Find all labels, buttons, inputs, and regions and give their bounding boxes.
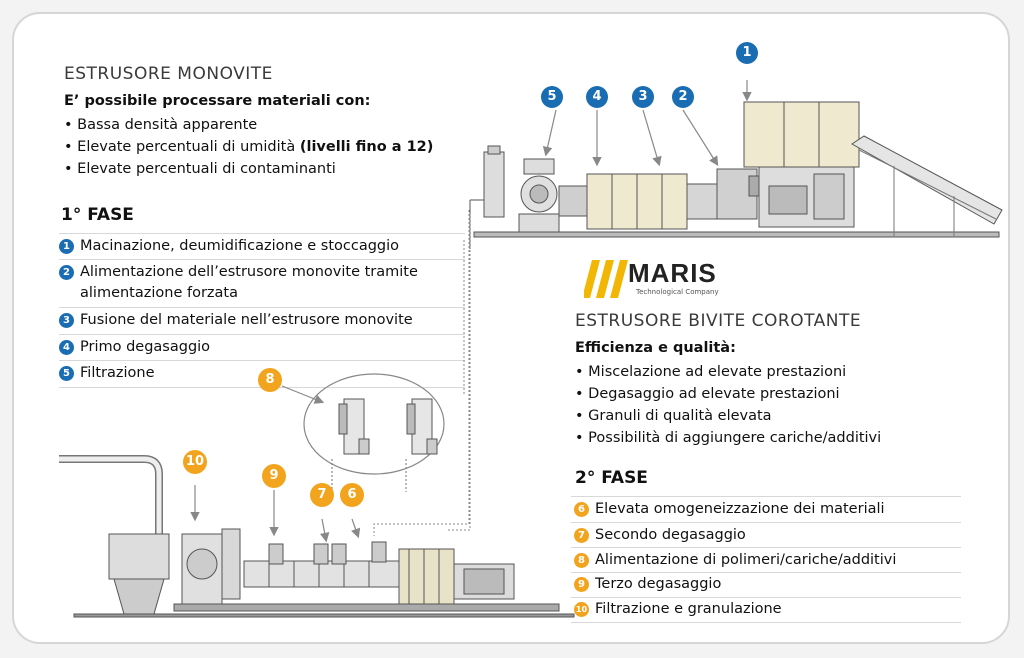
diagram-badge-6: 6 — [340, 483, 364, 507]
step-6-text: Elevata omogeneizzazione dei materiali — [595, 501, 885, 517]
step-4-text: Primo degasaggio — [80, 339, 211, 355]
mono-bullet-3: • Elevate percentuali di contaminanti — [64, 161, 336, 177]
logo-name: MARIS — [628, 258, 717, 288]
step-10-text: Filtrazione e granulazione — [595, 601, 782, 617]
step-2-text: Alimentazione dell’estrusore monovite tr… — [80, 264, 418, 280]
step-number-badge: 2 — [59, 265, 74, 280]
step-8-text: Alimentazione di polimeri/cariche/additi… — [595, 552, 897, 568]
mono-bullet-2: • Elevate percentuali di umidità (livell… — [64, 136, 474, 158]
extrusion-line-diagram — [59, 80, 1003, 618]
twin-screw-extruder — [59, 455, 575, 618]
diagram-badge-8: 8 — [258, 368, 282, 392]
step-7-text: Secondo degasaggio — [595, 527, 746, 543]
side-feeders — [338, 398, 438, 455]
divider — [571, 572, 961, 573]
bivite-bullets: • Miscelazione ad elevate prestazioni • … — [575, 361, 881, 449]
divider — [59, 259, 465, 260]
diagram-badge-7: 7 — [310, 483, 334, 507]
bivite-bullet-4: • Possibilità di aggiungere cariche/addi… — [575, 430, 882, 446]
step-number-badge: 3 — [59, 313, 74, 328]
divider — [59, 307, 465, 308]
infographic-card: ESTRUSORE MONOVITE E’ possibile processa… — [12, 12, 1010, 644]
step-1-text: Macinazione, deumidificazione e stoccagg… — [80, 238, 400, 254]
zoom-ellipse — [303, 373, 445, 475]
step-number-badge: 4 — [59, 340, 74, 355]
step-2-text-line2: alimentazione forzata — [80, 285, 238, 301]
mono-subtitle: E’ possibile processare materiali con: — [64, 93, 371, 109]
step-number-badge: 10 — [574, 602, 589, 617]
divider — [571, 547, 961, 548]
divider — [59, 233, 465, 234]
step-9-text: Terzo degasaggio — [595, 576, 722, 592]
bivite-title: ESTRUSORE BIVITE COROTANTE — [575, 311, 862, 331]
diagram-badge-10: 10 — [183, 450, 207, 474]
logo-tagline: Technological Company — [636, 288, 719, 296]
single-screw-extruder — [469, 101, 1003, 249]
diagram-badge-5: 5 — [541, 86, 563, 108]
step-5-text: Filtrazione — [80, 365, 155, 381]
bivite-subtitle: Efficienza e qualità: — [575, 340, 736, 356]
mono-bullet-2-text: • Elevate percentuali di umidità — [64, 139, 300, 155]
bivite-bullet-2: • Degasaggio ad elevate prestazioni — [575, 386, 840, 402]
maris-logo: MARIS Technological Company — [584, 256, 764, 306]
step-number-badge: 7 — [574, 528, 589, 543]
phase-1-title: 1° FASE — [61, 205, 134, 225]
mono-bullets: • Bassa densità apparente • Elevate perc… — [64, 114, 474, 180]
step-number-badge: 9 — [574, 577, 589, 592]
mono-title: ESTRUSORE MONOVITE — [64, 64, 273, 84]
divider — [571, 622, 961, 623]
step-number-badge: 6 — [574, 502, 589, 517]
bivite-bullet-3: • Granuli di qualità elevata — [575, 408, 772, 424]
mono-bullet-1: • Bassa densità apparente — [64, 117, 258, 133]
step-3-text: Fusione del materiale nell’estrusore mon… — [80, 312, 413, 328]
step-number-badge: 8 — [574, 553, 589, 568]
phase-2-title: 2° FASE — [575, 468, 648, 488]
divider — [571, 522, 961, 523]
mono-bullet-2-bold: (livelli fino a 12) — [299, 139, 434, 155]
divider — [59, 360, 465, 361]
divider — [571, 597, 961, 598]
divider — [59, 334, 465, 335]
diagram-badge-2: 2 — [672, 86, 694, 108]
diagram-badge-9: 9 — [262, 464, 286, 488]
diagram-badge-1: 1 — [736, 42, 758, 64]
maris-logo-icon — [584, 260, 628, 298]
divider — [571, 496, 961, 497]
bivite-bullet-1: • Miscelazione ad elevate prestazioni — [575, 364, 847, 380]
diagram-badge-3: 3 — [632, 86, 654, 108]
step-number-badge: 5 — [59, 366, 74, 381]
diagram-badge-4: 4 — [586, 86, 608, 108]
step-number-badge: 1 — [59, 239, 74, 254]
